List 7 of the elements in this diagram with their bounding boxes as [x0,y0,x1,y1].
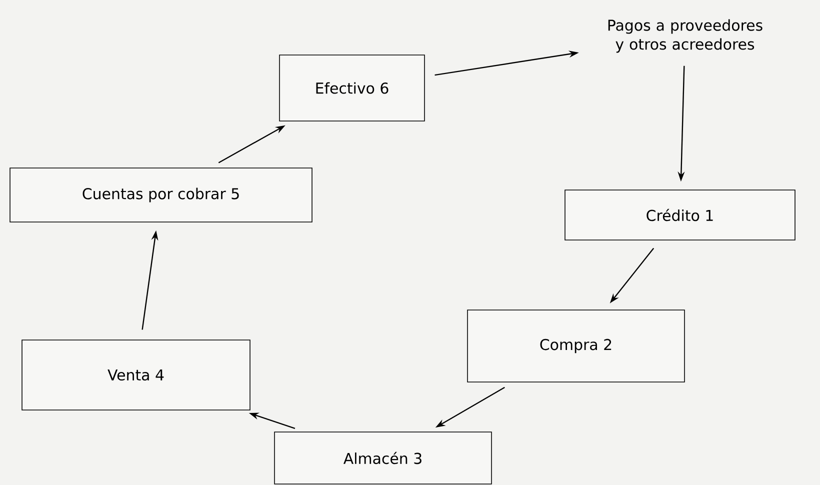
node-text: Pagos a proveedores y otros acreedores [608,19,762,53]
process-box: Almacén 3 [274,432,492,484]
process-box: Crédito 1 [564,190,796,240]
process-box: Cuentas por cobrar 5 [10,168,312,222]
process-box: Efectivo 6 [279,54,425,122]
process-box: Venta 4 [22,340,250,410]
process-box: Compra 2 [467,310,685,382]
